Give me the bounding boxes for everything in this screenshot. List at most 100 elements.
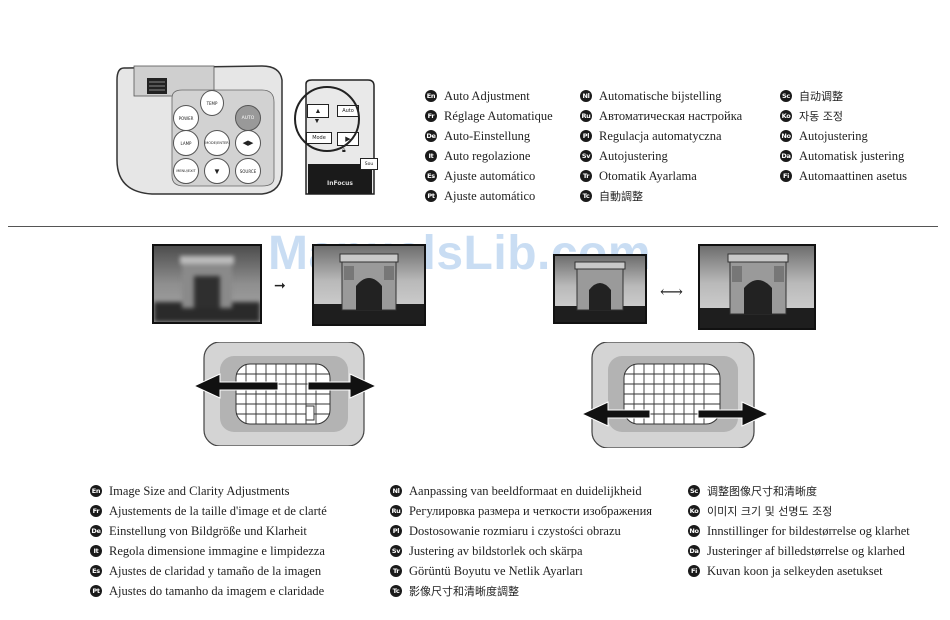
language-label: Réglage Automatique	[444, 108, 553, 123]
language-code-badge: Ko	[688, 505, 700, 517]
language-code-badge: It	[425, 150, 437, 162]
language-code-badge: Fr	[90, 505, 102, 517]
language-code-badge: Es	[90, 565, 102, 577]
language-entry-da: Da Justeringer af billedstørrelse og klar…	[688, 541, 910, 561]
section-divider	[8, 226, 938, 227]
language-label: Kuvan koon ja selkeyden asetukset	[707, 563, 883, 578]
remote-play-button[interactable]: ▶	[337, 132, 359, 146]
down-arrow-icon: ▼	[313, 117, 321, 125]
language-label: Aanpassing van beeldformaat en duidelijk…	[409, 483, 642, 498]
language-label: 自动调整	[799, 90, 843, 103]
language-label: Einstellung von Bildgröße und Klarheit	[109, 523, 307, 538]
language-entry-fi: Fi Kuvan koon ja selkeyden asetukset	[688, 561, 910, 581]
auto-label: AUTO	[241, 115, 255, 121]
menu-exit-button[interactable]: MENU/EXIT	[173, 158, 199, 184]
remote-brand-logo: InFocus	[316, 180, 364, 187]
double-arrow-icon: ⟷	[660, 284, 683, 301]
language-code-badge: Sc	[780, 90, 792, 102]
language-code-badge: Pl	[390, 525, 402, 537]
language-code-badge: Pl	[580, 130, 592, 142]
auto-button[interactable]: AUTO	[235, 105, 261, 131]
source-label: SOURCE	[239, 168, 257, 174]
language-code-badge: De	[90, 525, 102, 537]
mode-enter-button[interactable]: MODE/ENTER	[204, 130, 230, 156]
remote-source-label: Sou	[364, 161, 374, 167]
language-entry-fr: Fr Ajustements de la taille d'image et de…	[90, 501, 327, 521]
language-code-badge: Pt	[90, 585, 102, 597]
source-button[interactable]: SOURCE	[235, 158, 261, 184]
language-label: Auto Adjustment	[444, 88, 530, 103]
language-label: 影像尺寸和清晰度調整	[409, 585, 519, 598]
language-code-badge: Sc	[688, 485, 700, 497]
language-entry-sc: Sc 自动调整	[780, 86, 907, 106]
language-entry-es: Es Ajustes de claridad y tamaño de la ima…	[90, 561, 327, 581]
language-entry-tc: Tc 影像尺寸和清晰度調整	[390, 581, 652, 601]
down-arrow-button[interactable]: ▼	[204, 158, 230, 184]
projector-body-graphic	[116, 65, 283, 195]
language-label: Automaattinen asetus	[799, 168, 907, 183]
language-label: Ajustes de claridad y tamaño de la image…	[109, 563, 322, 578]
language-entry-pl: Pl Dostosowanie rozmiaru i czystości obra…	[390, 521, 652, 541]
remote-mode-button[interactable]: Mode	[306, 132, 332, 144]
language-label: Autojustering	[599, 148, 668, 163]
blurry-arch-graphic	[154, 256, 260, 322]
language-label: Automatisk justering	[799, 148, 905, 163]
play-icon: ▶	[345, 135, 351, 143]
lamp-keystone-button[interactable]: LAMP	[173, 130, 199, 156]
language-code-badge: Da	[688, 545, 700, 557]
sharp-arch-graphic	[314, 253, 424, 324]
remote-source-button[interactable]: Sou	[360, 158, 378, 170]
language-code-badge: En	[425, 90, 437, 102]
remote-up-button[interactable]: ▲	[307, 104, 329, 118]
language-label: Ajuste automático	[444, 188, 536, 203]
language-code-badge: Ko	[780, 110, 792, 122]
language-entry-de: De Einstellung von Bildgröße und Klarheit	[90, 521, 327, 541]
language-label: Dostosowanie rozmiaru i czystości obrazu	[409, 523, 621, 538]
remote-auto-button[interactable]: Auto	[337, 105, 359, 117]
remote-brand-text: InFocus	[327, 180, 353, 187]
language-code-badge: Sv	[580, 150, 592, 162]
remote-auto-label: Auto	[342, 108, 354, 114]
small-arch-photo	[553, 254, 647, 324]
lock-icon: 🔒︎	[342, 146, 346, 154]
projector-illustration: POWER TEMP AUTO LAMP MODE/ENTER ◀▶ MENU/…	[112, 60, 287, 200]
language-label: Ajustements de la taille d'image et de c…	[109, 503, 327, 518]
language-code-badge: Ru	[580, 110, 592, 122]
language-code-badge: De	[425, 130, 437, 142]
language-code-badge: Tc	[390, 585, 402, 597]
language-code-badge: Sv	[390, 545, 402, 557]
menu-exit-label: MENU/EXIT	[176, 169, 196, 173]
language-label: Justeringer af billedstørrelse og klarhe…	[707, 543, 905, 558]
language-code-badge: Nl	[580, 90, 592, 102]
right-arrow-button[interactable]: ◀▶	[235, 130, 261, 156]
remote-control-illustration: ▲ ▼ Auto Mode ▶ 🔒︎ Sou InFocus	[294, 78, 380, 198]
language-label: Автоматическая настройка	[599, 108, 743, 123]
remote-down-button[interactable]: ▼	[307, 116, 327, 126]
language-label: Auto regolazione	[444, 148, 531, 163]
language-code-badge: Fi	[688, 565, 700, 577]
language-label: Ajuste automático	[444, 168, 536, 183]
language-label: Autojustering	[799, 128, 868, 143]
temp-indicator: TEMP	[200, 90, 224, 116]
power-button[interactable]: POWER	[173, 105, 199, 131]
language-label: Justering av bildstorlek och skärpa	[409, 543, 583, 558]
remote-mode-label: Mode	[312, 135, 326, 141]
sharp-arch-photo	[312, 244, 426, 326]
